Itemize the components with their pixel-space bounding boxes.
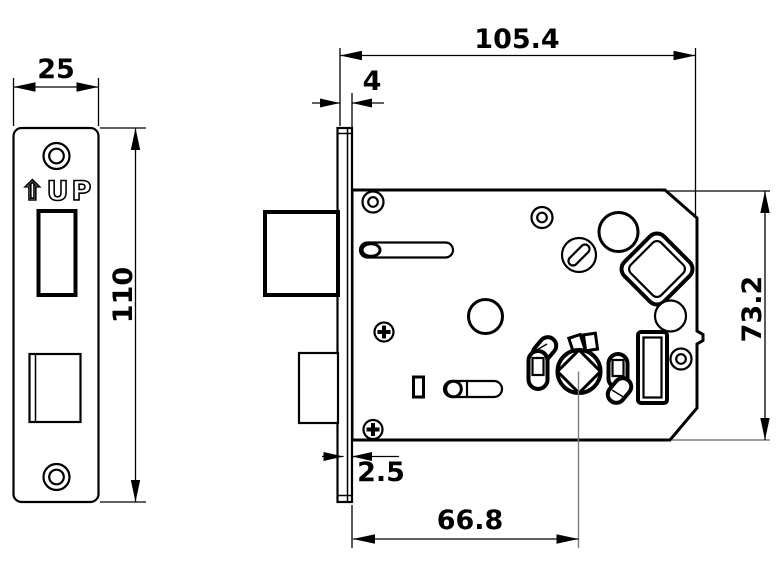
dim-case-height: 73.2 xyxy=(662,190,770,441)
spring-clip-right xyxy=(605,352,634,405)
latch-opening xyxy=(36,209,78,297)
deadbolt-opening xyxy=(28,352,82,424)
screw-hole-bottom-inner xyxy=(48,468,65,486)
screw-hole-bottom xyxy=(42,462,71,492)
screw-hole-case-right-inner xyxy=(675,353,687,365)
screw-hole-case-left xyxy=(361,190,385,214)
dim-faceplate-height-label: 110 xyxy=(108,267,139,323)
dim-backset: 66.8 xyxy=(351,371,580,548)
lock-side-view xyxy=(263,126,705,504)
faceplate-strip-side xyxy=(336,126,354,504)
square-follower-upper xyxy=(619,231,695,307)
cylinder-hole xyxy=(597,211,640,253)
dim-faceplate-width: 25 xyxy=(12,54,100,126)
dim-body-length: 105.4 xyxy=(339,24,697,216)
phillips-screw-bottom xyxy=(362,418,384,441)
lock-bolt-plate xyxy=(636,330,669,405)
screw-hole-case-right xyxy=(669,347,693,371)
guide-slot-bottom-pin xyxy=(444,379,463,399)
dim-faceplate-thickness-label: 4 xyxy=(363,66,382,97)
guide-slot-top xyxy=(358,241,455,259)
dim-backset-label: 66.8 xyxy=(437,505,504,536)
screw-hole-case-top-inner xyxy=(536,211,548,224)
small-window xyxy=(412,375,425,399)
dim-faceplate-thickness: 4 xyxy=(312,66,384,127)
spring-clip-left xyxy=(526,335,559,391)
slotted-screw-slot xyxy=(567,243,591,267)
lock-bolt-plate-inner xyxy=(642,336,663,399)
center-hole xyxy=(467,298,504,335)
latch-bolt-head xyxy=(263,210,340,297)
dim-faceplate-width-label: 25 xyxy=(37,54,75,85)
dim-case-height-label: 73.2 xyxy=(737,276,768,343)
dim-case-front-offset: 2.5 xyxy=(322,452,405,488)
screw-hole-top xyxy=(42,141,71,171)
phillips-screw-left xyxy=(373,321,395,343)
dim-case-front-offset-label: 2.5 xyxy=(357,457,405,488)
dim-faceplate-height: 110 xyxy=(100,127,146,503)
screw-hole-case-top xyxy=(530,205,554,230)
guide-slot-top-pin xyxy=(360,242,382,258)
dim-body-length-label: 105.4 xyxy=(474,24,559,55)
deadbolt-head xyxy=(297,351,340,425)
up-marking: ⇧UP xyxy=(21,176,94,207)
screw-hole-top-inner xyxy=(48,147,65,165)
square-follower-upper-inner xyxy=(627,239,687,299)
faceplate-front-view: ⇧UP xyxy=(12,126,100,504)
stop-pin-circle xyxy=(653,299,688,333)
screw-hole-case-left-inner xyxy=(367,196,379,208)
